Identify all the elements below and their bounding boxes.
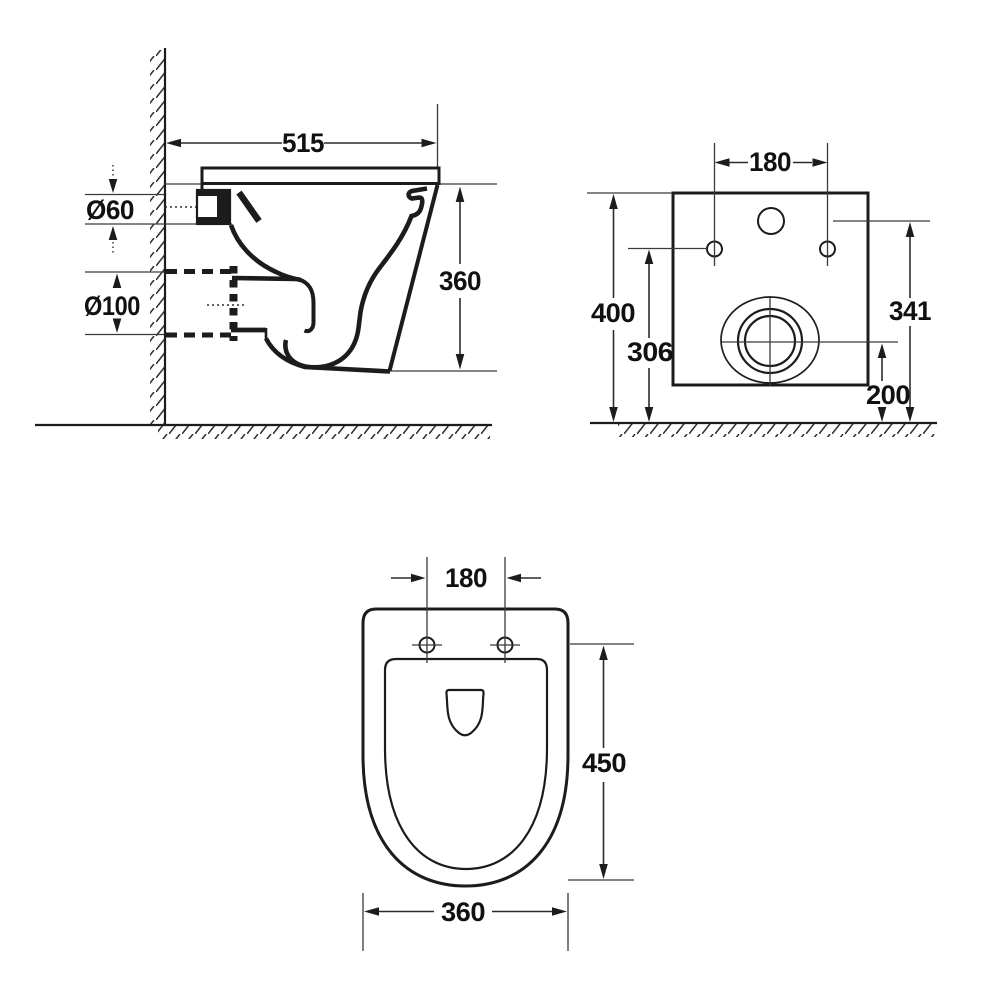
dim-arrow bbox=[421, 138, 437, 148]
dim-label-341: 341 bbox=[889, 296, 931, 326]
dim-label-360-side: 360 bbox=[439, 266, 481, 296]
dim-label-200: 200 bbox=[866, 380, 910, 410]
dim-arrow bbox=[599, 645, 608, 660]
dim-outlet-diameter: Ø100 bbox=[84, 273, 141, 333]
dim-180-rear: 180 bbox=[714, 147, 828, 177]
dim-arrow bbox=[455, 186, 465, 202]
dim-label-inlet-diameter: Ø60 bbox=[86, 195, 134, 225]
dim-450: 450 bbox=[568, 643, 634, 881]
dim-arrow bbox=[714, 158, 730, 167]
inlet-hole bbox=[757, 207, 785, 235]
dim-arrow bbox=[877, 407, 887, 422]
outlet-pipe-dashed bbox=[166, 266, 238, 341]
bolt-hole-left bbox=[412, 557, 442, 663]
rear-view: 180 400 306 341 bbox=[587, 143, 937, 437]
dim-360-side: 360 bbox=[439, 186, 482, 370]
bowl-inner-outline bbox=[283, 186, 428, 370]
dim-arrow bbox=[108, 179, 118, 193]
dim-label-180-rear: 180 bbox=[749, 147, 791, 177]
bowl-outer-outline bbox=[361, 607, 570, 888]
dim-arrow bbox=[506, 573, 521, 583]
bowl-inlet-drop bbox=[297, 277, 316, 334]
dim-arrow bbox=[905, 222, 915, 237]
dim-arrow bbox=[166, 138, 181, 148]
bowl-left-curve bbox=[228, 224, 302, 283]
dim-label-180-top: 180 bbox=[445, 563, 487, 593]
top-view: 180 450 360 bbox=[361, 557, 634, 951]
dim-arrow bbox=[644, 407, 654, 422]
dim-arrow bbox=[609, 194, 618, 209]
floor-hatch bbox=[158, 426, 490, 439]
dim-label-306: 306 bbox=[627, 337, 673, 367]
flush-inlet-cup bbox=[445, 688, 485, 737]
side-view: 515 360 Ø60 Ø100 bbox=[35, 48, 497, 439]
channel-floor bbox=[231, 275, 297, 282]
dim-arrow bbox=[552, 907, 567, 916]
dim-arrow bbox=[411, 573, 426, 583]
floor-hatch bbox=[618, 424, 936, 437]
dim-arrow bbox=[455, 354, 465, 370]
dim-306: 306 bbox=[627, 249, 674, 422]
dim-inlet-diameter: Ø60 bbox=[86, 165, 135, 253]
dim-arrow bbox=[812, 158, 828, 167]
wall-hatch bbox=[150, 50, 165, 425]
back-outer-edge bbox=[387, 184, 440, 372]
dim-arrow bbox=[112, 318, 122, 333]
dim-label-515: 515 bbox=[282, 128, 324, 158]
flush-channel-strut bbox=[236, 190, 262, 223]
toilet-side-profile bbox=[166, 166, 441, 374]
dim-341: 341 bbox=[889, 222, 932, 422]
dim-arrow bbox=[599, 864, 608, 879]
seat-inner-outline bbox=[383, 657, 549, 871]
dim-arrow bbox=[877, 343, 887, 358]
seat-slab bbox=[200, 166, 441, 185]
dim-400: 400 bbox=[591, 194, 636, 422]
dim-label-360-top: 360 bbox=[441, 897, 485, 927]
dim-arrow bbox=[112, 273, 122, 288]
dim-arrow bbox=[905, 407, 915, 422]
dim-515: 515 bbox=[166, 128, 437, 158]
drain-outlet bbox=[720, 296, 898, 386]
dim-label-outlet-diameter: Ø100 bbox=[84, 291, 140, 321]
dim-arrow bbox=[644, 249, 654, 264]
dim-arrow bbox=[108, 226, 118, 240]
dim-180-top: 180 bbox=[391, 563, 541, 593]
dim-label-400: 400 bbox=[591, 298, 635, 328]
dim-label-450: 450 bbox=[582, 748, 626, 778]
dim-arrow bbox=[609, 407, 618, 422]
dim-arrow bbox=[364, 907, 379, 916]
dim-200: 200 bbox=[866, 343, 911, 422]
bolt-hole-right bbox=[490, 557, 520, 663]
inlet-socket bbox=[195, 188, 232, 226]
dim-360-top: 360 bbox=[362, 893, 569, 951]
